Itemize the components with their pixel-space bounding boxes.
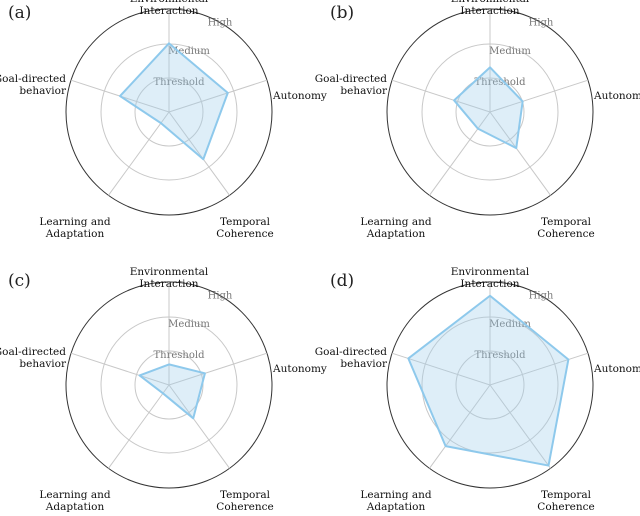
axis-label: Autonomy [272,90,327,102]
level-label: Medium [489,319,531,330]
axis-label: Autonomy [593,363,640,375]
level-label: High [529,17,554,28]
data-polygon [407,294,570,467]
axis-spoke [70,352,170,386]
level-label: High [208,17,233,28]
data-polygon [119,42,229,161]
data-polygon [453,66,524,150]
axis-label: Autonomy [272,363,327,375]
axis-spoke [168,384,230,469]
axis-spoke [108,384,170,469]
data-polygon [138,363,206,420]
panel-label: (d) [330,271,354,291]
axis-spoke [168,111,230,196]
panel-label: (c) [8,271,31,291]
panel-label: (b) [330,3,354,23]
axis-spoke [429,384,491,469]
level-label: Threshold [153,350,205,361]
axis-spoke [168,352,268,386]
axis-spoke [489,352,589,386]
radar-panel-2: (b) Threshold Medium HighEnvironmentalInter… [315,0,640,240]
axis-spoke [429,111,491,196]
axis-spoke [168,79,268,113]
radar-panel-1: (a) Threshold Medium HighEnvironmentalInter… [0,0,327,240]
level-label: Medium [168,319,210,330]
axis-label: Autonomy [593,90,640,102]
level-label: Threshold [474,350,526,361]
level-label: High [208,290,233,301]
axis-spoke [489,111,551,196]
level-label: High [529,290,554,301]
axis-spoke [489,79,589,113]
panel-label: (a) [8,3,31,23]
radar-panel-4: (d) Threshold Medium HighEnvironmentalInter… [315,266,640,513]
level-label: Threshold [474,77,526,88]
level-label: Medium [168,46,210,57]
level-label: Threshold [153,77,205,88]
axis-spoke [489,384,551,469]
axis-spoke [391,79,491,113]
level-label: Medium [489,46,531,57]
axis-spoke [108,111,170,196]
